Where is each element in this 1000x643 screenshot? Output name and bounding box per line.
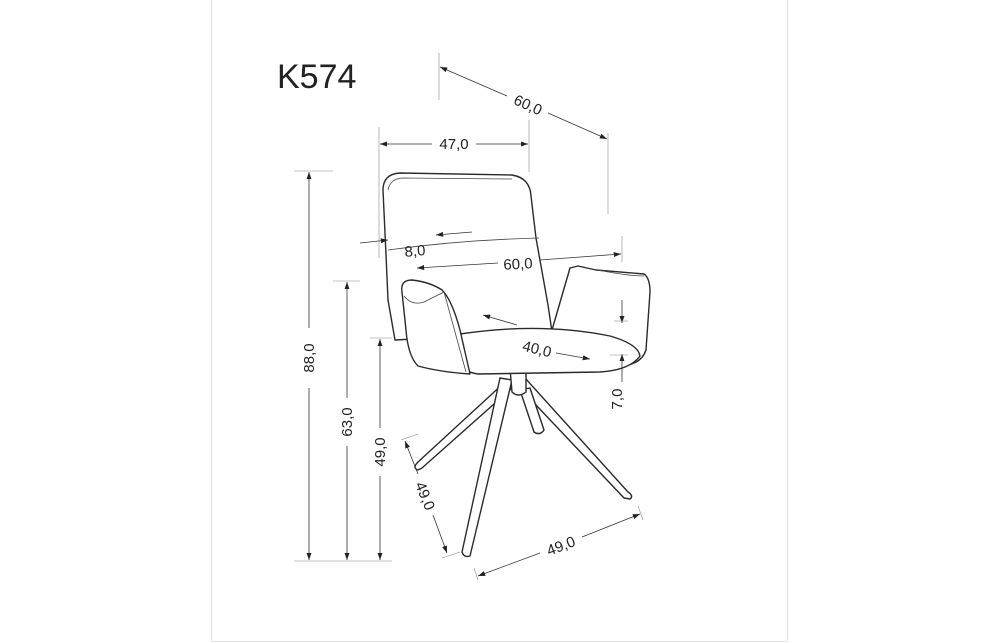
depth-total-label: 60,0 bbox=[511, 92, 545, 119]
product-code: K574 bbox=[277, 58, 356, 96]
dimension-back-width: 47,0 bbox=[380, 136, 528, 153]
dimension-armrest-height: 63,0 bbox=[339, 282, 356, 560]
seat-depth-label: 40,0 bbox=[521, 338, 553, 362]
width-total-label: 60,0 bbox=[503, 255, 533, 274]
seat-height-label: 49,0 bbox=[372, 437, 389, 466]
leg-front-left bbox=[461, 377, 513, 558]
swivel-base bbox=[509, 367, 527, 396]
armrest-left-inner-edge bbox=[443, 291, 467, 373]
dimension-seat-depth: 40,0 bbox=[482, 314, 591, 362]
dimension-seat-thickness: 7,0 bbox=[609, 300, 628, 409]
armrest-left bbox=[401, 279, 471, 375]
leg-back bbox=[519, 387, 545, 435]
armrest-left-piping bbox=[403, 291, 445, 304]
dimension-armrest-width: 8,0 bbox=[359, 231, 473, 261]
backrest-piping bbox=[387, 177, 513, 191]
back-width-label: 47,0 bbox=[439, 136, 468, 153]
drawing-frame bbox=[211, 0, 788, 642]
dimension-seat-height: 49,0 bbox=[372, 339, 389, 560]
leg-front-right bbox=[517, 377, 633, 500]
extension-lines bbox=[294, 53, 644, 581]
base-depth-label: 49,0 bbox=[411, 479, 438, 512]
dimension-base-width: 49,0 bbox=[477, 513, 641, 577]
backrest-seam bbox=[387, 237, 540, 251]
dimension-width-total: 60,0 bbox=[416, 252, 622, 274]
armrest-width-label: 8,0 bbox=[404, 242, 426, 261]
seat-thickness-label: 7,0 bbox=[609, 389, 626, 410]
armrest-height-label: 63,0 bbox=[339, 407, 356, 436]
chair-illustration bbox=[382, 172, 651, 558]
dimension-height-total: 88,0 bbox=[301, 172, 318, 560]
height-total-label: 88,0 bbox=[301, 343, 318, 372]
armrest-right-piping bbox=[597, 269, 645, 277]
seat bbox=[459, 327, 641, 375]
dimension-depth-total: 60,0 bbox=[439, 66, 608, 140]
base-width-label: 49,0 bbox=[545, 533, 578, 559]
